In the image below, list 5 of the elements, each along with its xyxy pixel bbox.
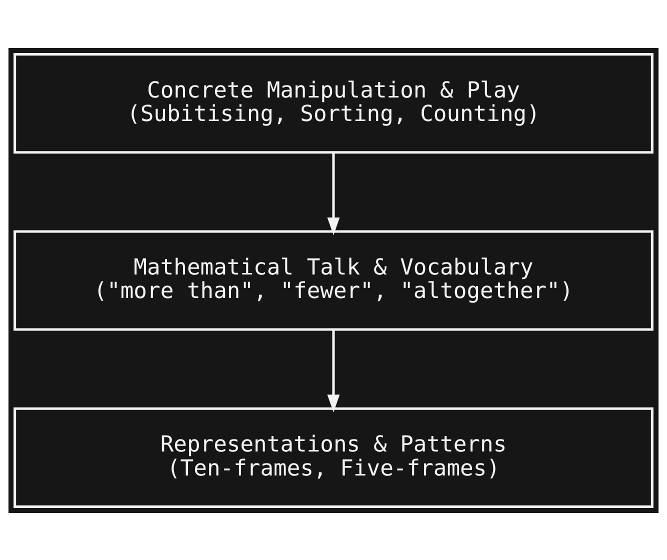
node-box: Concrete Manipulation & Play (Subitising, Sorting, Counting) <box>14 52 654 154</box>
arrow <box>327 152 340 235</box>
node-box: Representations & Patterns (Ten-frames, Five-frames) <box>14 406 654 508</box>
node-box: Mathematical Talk & Vocabulary ("more than", "fewer", "altogether") <box>14 230 654 330</box>
arrow <box>327 329 340 412</box>
